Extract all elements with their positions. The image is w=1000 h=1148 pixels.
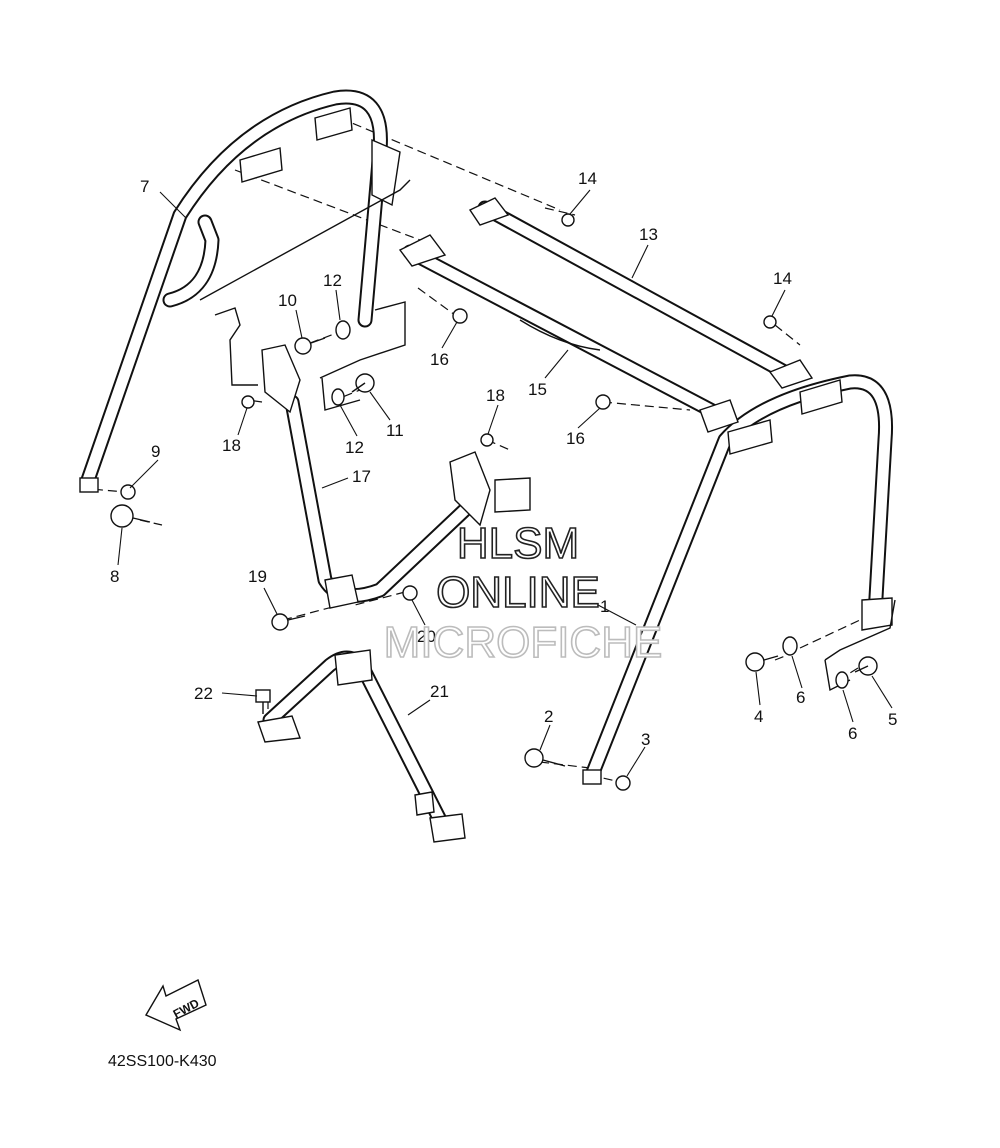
callout-21: 21 <box>430 682 449 701</box>
watermark-line-3: MICROFICHE <box>384 618 663 667</box>
callout-14b: 14 <box>773 269 792 288</box>
callout-18a: 18 <box>222 436 241 455</box>
rear-right-frame-1 <box>582 374 894 785</box>
stand-21 <box>257 649 466 843</box>
callout-8: 8 <box>110 567 119 586</box>
callout-9: 9 <box>151 442 160 461</box>
front-left-frame-7 <box>79 89 401 493</box>
callout-20: 20 <box>417 627 436 646</box>
watermark: HLSM ONLINE MICROFICHE <box>383 518 663 668</box>
callout-12a: 12 <box>323 271 342 290</box>
callout-6a: 6 <box>796 688 805 707</box>
callout-11: 11 <box>386 421 404 440</box>
mounting-plates <box>199 179 896 692</box>
callout-10: 10 <box>278 291 297 310</box>
callout-4: 4 <box>754 707 763 726</box>
leader-lines <box>117 189 893 777</box>
watermark-line-2: ONLINE <box>436 568 600 617</box>
brace-17 <box>261 344 531 609</box>
callout-15: 15 <box>528 380 547 399</box>
callout-1: 1 <box>600 597 609 616</box>
fwd-arrow-icon: FWD <box>144 979 207 1032</box>
diagram-code: 42SS100-K430 <box>108 1053 217 1070</box>
callout-22: 22 <box>194 684 213 703</box>
callout-17: 17 <box>352 467 371 486</box>
callout-12b: 12 <box>345 438 364 457</box>
watermark-line-1: HLSM <box>457 519 579 568</box>
hardware <box>110 213 878 791</box>
callout-5: 5 <box>888 710 897 729</box>
callout-7: 7 <box>140 177 149 196</box>
callout-numbers: 1 2 3 4 5 6 6 7 8 9 10 11 12 12 13 14 14… <box>110 169 897 749</box>
callout-3: 3 <box>641 730 650 749</box>
callout-16b: 16 <box>566 429 585 448</box>
callout-18b: 18 <box>486 386 505 405</box>
callout-14a: 14 <box>578 169 597 188</box>
callout-16a: 16 <box>430 350 449 369</box>
cross-bar-13 <box>468 197 814 389</box>
callout-19: 19 <box>248 567 267 586</box>
callout-2: 2 <box>544 707 553 726</box>
callout-13: 13 <box>639 225 658 244</box>
callout-6b: 6 <box>848 724 857 743</box>
cross-bar-15 <box>398 234 739 433</box>
